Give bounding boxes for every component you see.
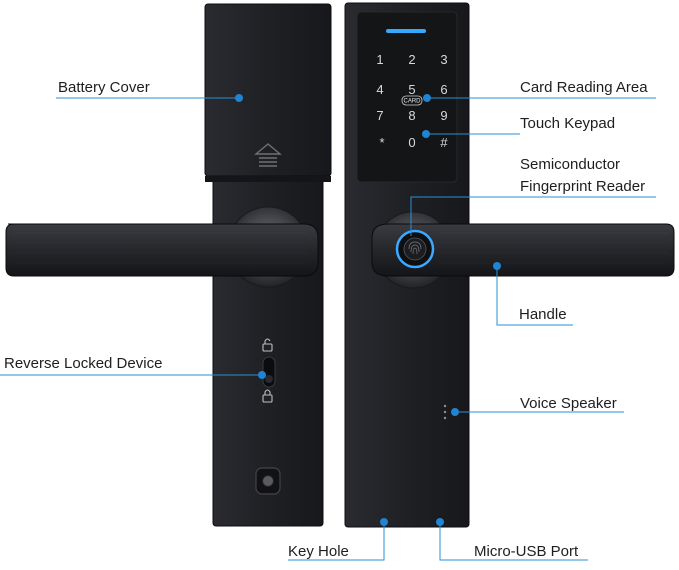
label-touch-keypad: Touch Keypad	[520, 115, 616, 132]
label-key-hole: Key Hole	[288, 543, 349, 560]
label-voice-speaker: Voice Speaker	[520, 395, 617, 412]
dot-card-reading	[423, 94, 431, 102]
battery-cover-plate	[204, 3, 332, 177]
lock-open-icon	[262, 338, 273, 352]
card-tag: CARD	[403, 99, 421, 105]
dot-handle	[493, 262, 501, 270]
lock-closed-icon	[262, 389, 273, 403]
label-handle: Handle	[519, 306, 567, 323]
callout-fingerprint	[410, 196, 656, 236]
indicator-light	[386, 29, 426, 33]
card-reading-area[interactable]: CARD	[401, 95, 423, 106]
label-micro-usb-port: Micro-USB Port	[474, 543, 579, 560]
label-card-reading-area: Card Reading Area	[520, 79, 648, 96]
inner-handle	[5, 223, 319, 277]
label-reverse-locked-device: Reverse Locked Device	[4, 355, 163, 372]
key-1[interactable]: 1	[376, 52, 383, 67]
key-hash[interactable]: #	[440, 135, 448, 150]
key-2[interactable]: 2	[408, 52, 415, 67]
callout-micro-usb	[439, 522, 588, 561]
key-hole[interactable]	[255, 467, 281, 495]
key-6[interactable]: 6	[440, 82, 447, 97]
dot-voice-speaker	[451, 408, 459, 416]
key-7[interactable]: 7	[376, 108, 383, 123]
key-9[interactable]: 9	[440, 108, 447, 123]
callout-dots	[235, 94, 501, 526]
key-5[interactable]: 5	[408, 82, 415, 97]
reverse-lock-switch[interactable]	[262, 338, 276, 403]
callout-key-hole	[288, 522, 385, 561]
arrow-up-icon	[254, 143, 282, 167]
outer-handle	[371, 223, 675, 277]
voice-speaker	[443, 404, 447, 420]
touch-keypad[interactable]: 1 2 3 4 5 6 7 8 9 * 0 # CARD	[376, 52, 448, 150]
callout-lines	[0, 97, 656, 561]
keypad-glass	[356, 11, 458, 183]
fingerprint-reader[interactable]	[395, 229, 435, 269]
key-star[interactable]: *	[379, 135, 384, 150]
label-battery-cover: Battery Cover	[58, 79, 150, 96]
callout-handle	[496, 266, 573, 326]
key-4[interactable]: 4	[376, 82, 383, 97]
label-fingerprint-line1: Semiconductor	[520, 156, 621, 173]
dot-touch-keypad	[422, 130, 430, 138]
fingerprint-icon	[408, 241, 422, 255]
dot-key-hole	[380, 518, 388, 526]
key-8[interactable]: 8	[408, 108, 415, 123]
inner-lock-panel	[5, 3, 332, 527]
key-0[interactable]: 0	[408, 135, 415, 150]
label-fingerprint-line2: Fingerprint Reader	[520, 178, 646, 195]
dot-battery-cover	[235, 94, 243, 102]
dot-micro-usb	[436, 518, 444, 526]
key-3[interactable]: 3	[440, 52, 447, 67]
dot-reverse-lock	[258, 371, 266, 379]
